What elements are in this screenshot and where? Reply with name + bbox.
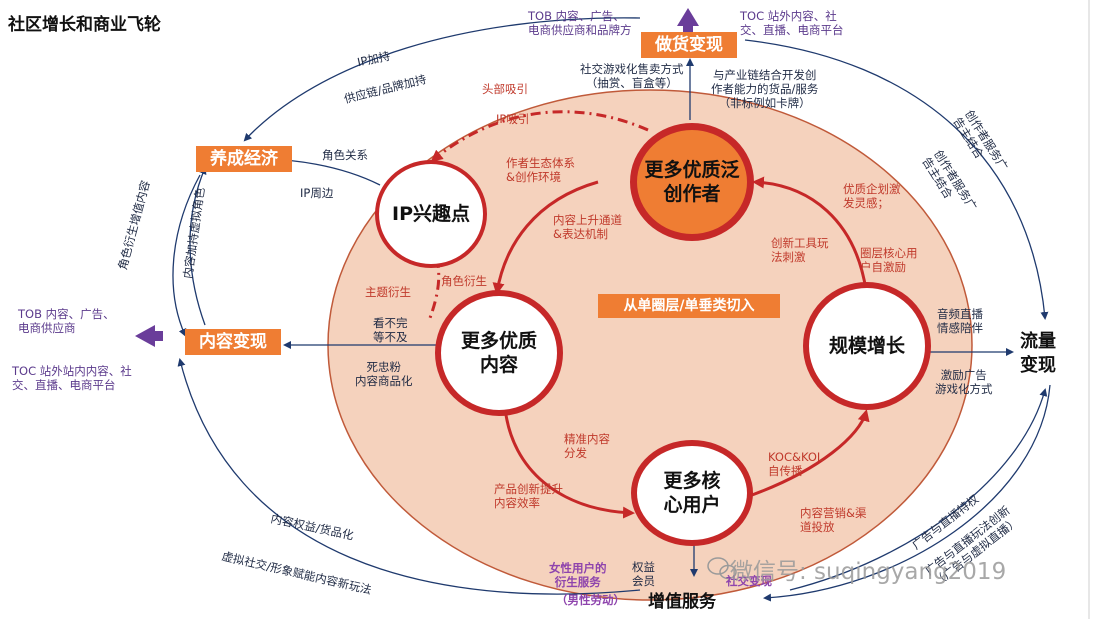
node-core-users: 更多核 心用户 [631, 440, 753, 546]
curve-goods-traffic [744, 39, 1049, 320]
traffic-monetization-label: 流量 变现 [1020, 331, 1056, 376]
node-creators: 更多优质泛 创作者 [630, 123, 754, 241]
arc-creators-content [492, 180, 599, 295]
page-title: 社区增长和商业飞轮 [8, 15, 161, 35]
curve-content-fostering [189, 166, 207, 326]
not-enough-label: 看不完 等不及 [373, 316, 408, 344]
wechat-icon [707, 557, 737, 580]
arc-ip-attract [430, 110, 649, 162]
toc-content-label: TOC 站外站内内容、社 交、直播、电商平台 [12, 364, 132, 392]
curve-goods-fostering [243, 17, 641, 142]
koc-kol-label: KOC&KOL 自传播 [768, 450, 824, 478]
social-monet-label: 社交变现 [726, 574, 772, 588]
curve-value-traffic [789, 388, 1048, 591]
left-arrow-icon [135, 325, 163, 347]
curve-value-content [177, 358, 641, 595]
curve-traffic-value [763, 384, 1051, 602]
social-game-label: 社交游戏化售卖方式 （抽赏、盲盒等） [580, 62, 684, 90]
node-scale-growth: 规模增长 [803, 282, 931, 410]
node-creators-label: 更多优质泛 创作者 [644, 159, 740, 205]
ip-attract-label: IP吸引 [496, 112, 530, 126]
entry-band-box: 从单圈层/单垂类切入 [598, 294, 780, 318]
content-marketing-label: 内容营销&渠 道投放 [800, 506, 867, 534]
fan-merch-label: 死忠粉 内容商品化 [355, 360, 413, 388]
head-attract-label: 头部吸引 [482, 82, 528, 96]
value-added-label: 增值服务 [648, 592, 716, 612]
product-innov-label: 产品创新提升 内容效率 [494, 482, 563, 510]
audio-live-label: 音频直播 情感陪伴 [937, 307, 983, 335]
innovative-tools-label: 创新工具玩 法刺激 [771, 236, 829, 264]
node-content: 更多优质 内容 [435, 290, 563, 416]
topic-derive-label: 主题衍生 [365, 285, 411, 299]
promo-channel-label: 内容上升通道 &表达机制 [553, 213, 622, 241]
female-users-label: 女性用户的 衍生服务 [549, 561, 607, 589]
role-derive-label: 角色衍生 [441, 274, 487, 288]
arc-users-scale [751, 409, 870, 497]
node-scale-label: 规模增长 [828, 335, 905, 357]
arc-scale-creators [752, 176, 868, 291]
incentive-ads-label: 激励广告 游戏化方式 [935, 368, 993, 396]
wechat-watermark: 微信号: suqingyang2019 [730, 559, 1007, 585]
node-content-label: 更多优质 内容 [460, 330, 537, 376]
creator-eco-label: 作者生态体系 &创作环境 [506, 156, 575, 184]
node-users-label: 更多核 心用户 [663, 470, 721, 516]
industry-chain-label: 与产业链结合开发创 作者能力的货品/服务 （非标例如卡牌） [711, 68, 819, 110]
arc-content-users [503, 407, 635, 519]
curve-fostering-content [172, 174, 201, 337]
node-ip-interest: IP兴趣点 [375, 160, 487, 268]
goods-monetization-box: 做货变现 [641, 32, 737, 58]
tob-content-label: TOB 内容、广告、 电商供应商 [18, 307, 115, 335]
precise-dist-label: 精准内容 分发 [564, 432, 610, 460]
ip-merch-label: IP周边 [300, 186, 334, 200]
toc-goods-label: TOC 站外内容、社 交、直播、电商平台 [740, 9, 844, 37]
quality-plan-label: 优质企划激 发灵感； [843, 182, 901, 210]
content-monetization-box: 内容变现 [185, 329, 281, 355]
node-ip-label: IP兴趣点 [392, 203, 470, 225]
up-arrow-icon [677, 8, 699, 33]
role-relation-label: 角色关系 [322, 148, 368, 162]
fostering-economy-box: 养成经济 [196, 146, 292, 172]
core-incentive-label: 圈层核心用 户自激励 [860, 246, 918, 274]
rights-member-label: 权益 会员 [632, 560, 655, 588]
tob-goods-label: TOB 内容、广告、 电商供应商和品牌方 [528, 9, 632, 37]
male-labor-label: （男性劳动） [556, 593, 625, 607]
